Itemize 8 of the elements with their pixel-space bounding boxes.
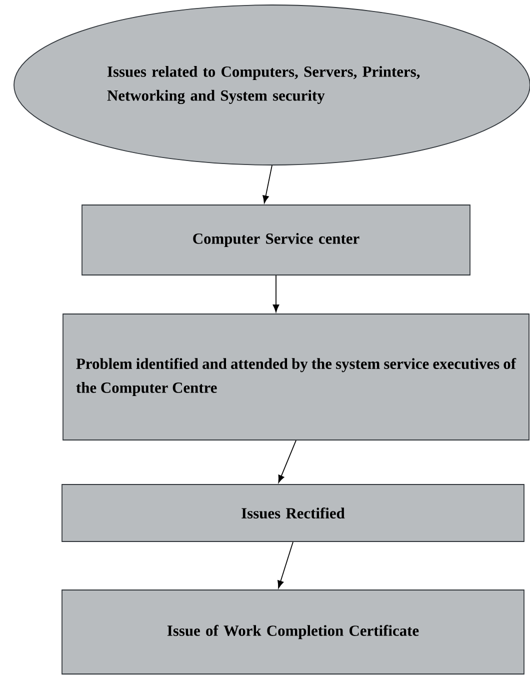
arrow <box>262 165 272 204</box>
process-box: Computer Service center <box>82 204 470 276</box>
arrow <box>272 275 280 312</box>
arrow <box>278 440 296 483</box>
process-box: Problem identified and attended by the system service executives of the Computer Centre <box>62 314 530 440</box>
arrow <box>278 542 294 588</box>
process-box: Issues Rectified <box>62 484 524 542</box>
process-box: Issue of Work Completion Certificate <box>62 590 524 674</box>
